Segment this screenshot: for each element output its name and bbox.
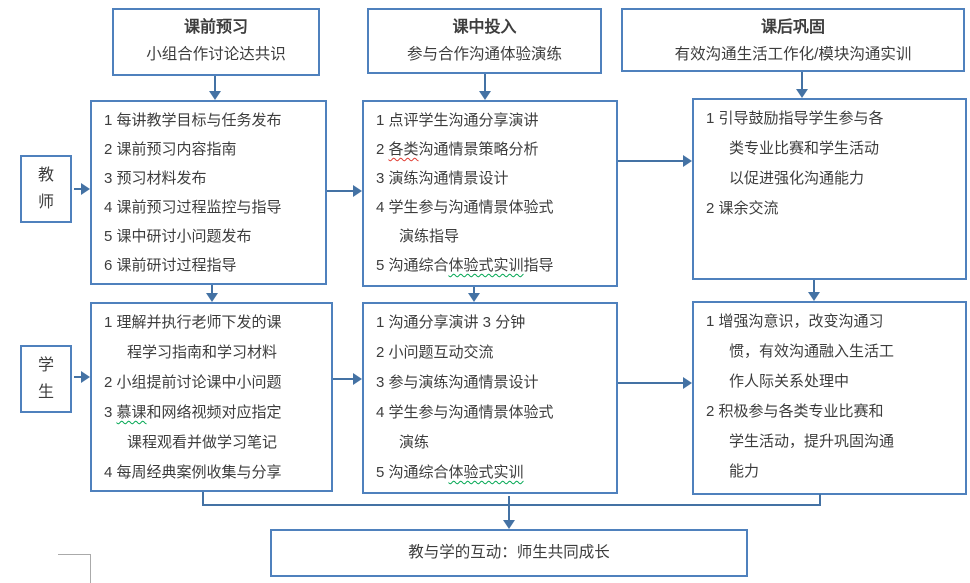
- box-line: 2 小问题互动交流: [376, 344, 494, 361]
- box-line: 程学习指南和学习材料: [127, 344, 278, 361]
- arrow-teacher1-to-student1-line: [211, 285, 213, 294]
- box-line: 以促进强化沟通能力: [729, 170, 865, 187]
- box-line: 1 沟通分享演讲 3 分钟: [376, 314, 526, 331]
- box-line: 1 引导鼓励指导学生参与各: [706, 110, 884, 127]
- arrow-to-footer-head-icon: [503, 520, 515, 529]
- arrow-postclass-to-teacher-line: [801, 72, 803, 90]
- stage-pre-class-box: 课前预习 小组合作讨论达共识: [112, 8, 320, 76]
- box-line: 2 课前预习内容指南: [104, 141, 237, 158]
- stage-in-class-box: 课中投入 参与合作沟通体验演练: [367, 8, 602, 74]
- arrow-teacher1-to-student1-head-icon: [206, 293, 218, 302]
- box-line: 4 学生参与沟通情景体验式: [376, 404, 554, 421]
- teacher-row-label-text: 教师: [37, 167, 54, 211]
- box-line: 5 课中研讨小问题发布: [104, 228, 252, 245]
- bracket-horizontal-line: [202, 504, 821, 506]
- arrow-preclass-to-teacher-head-icon: [209, 91, 221, 100]
- stage-in-class-subtitle: 参与合作沟通体验演练: [406, 46, 562, 63]
- arrow-postclass-to-teacher-head-icon: [796, 89, 808, 98]
- stage-post-class-subtitle: 有效沟通生活工作化/模块沟通实训: [674, 46, 912, 63]
- stage-pre-class-subtitle: 小组合作讨论达共识: [146, 46, 286, 63]
- page-corner-mark: [58, 554, 91, 555]
- box-line: 5 沟通综合体验式实训: [376, 464, 524, 481]
- arrow-teacher2-to-teacher3-head-icon: [683, 155, 692, 167]
- student-pre-class-activities-box: 1 理解并执行老师下发的课程学习指南和学习材料 2 小组提前讨论课中小问题 3 慕课…: [90, 302, 333, 492]
- box-line: 2 各类沟通情景策略分析: [376, 141, 539, 158]
- box-line: 3 预习材料发布: [104, 170, 207, 187]
- arrow-teacher2-to-teacher3-line: [618, 160, 684, 162]
- stage-pre-class-title: 课前预习: [183, 19, 248, 36]
- footer-box: 教与学的互动：师生共同成长: [270, 529, 748, 577]
- box-line: 作人际关系处理中: [729, 373, 850, 390]
- arrow-inclass-to-teacher-line: [484, 74, 486, 92]
- box-line: 4 每周经典案例收集与分享: [104, 464, 282, 481]
- box-line: 6 课前研讨过程指导: [104, 257, 237, 274]
- arrow-studentlabel-to-box-line: [74, 376, 82, 378]
- box-line: 能力: [729, 463, 760, 480]
- spellcheck-underlined-text: 体验式实训: [448, 257, 524, 274]
- arrow-teacher1-to-teacher2-head-icon: [353, 185, 362, 197]
- teacher-post-class-activities-box: 1 引导鼓励指导学生参与各类专业比赛和学生活动以促进强化沟通能力 2 课余交流: [692, 98, 967, 280]
- page-corner-mark: [90, 554, 91, 583]
- box-line: 学生活动，提升巩固沟通: [729, 433, 895, 450]
- box-line: 课程观看并做学习笔记: [127, 434, 278, 451]
- box-line: 1 理解并执行老师下发的课: [104, 314, 282, 331]
- student-row-label-text: 学生: [37, 357, 54, 401]
- bracket-right-stub: [819, 494, 821, 505]
- arrow-teacher2-to-student2-line: [473, 287, 475, 294]
- arrow-student1-to-student2-head-icon: [353, 373, 362, 385]
- spellcheck-underlined-text: 慕课: [116, 404, 147, 421]
- box-line: 演练指导: [399, 228, 460, 245]
- arrow-teacherlabel-to-box-line: [74, 188, 82, 190]
- arrow-teacher3-to-student3-line: [813, 280, 815, 293]
- box-line: 4 课前预习过程监控与指导: [104, 199, 282, 216]
- box-line: 2 积极参与各类专业比赛和: [706, 403, 884, 420]
- arrow-inclass-to-teacher-head-icon: [479, 91, 491, 100]
- arrow-teacher3-to-student3-head-icon: [808, 292, 820, 301]
- box-line: 惯，有效沟通融入生活工: [729, 343, 895, 360]
- bracket-left-stub: [202, 492, 204, 505]
- teacher-in-class-activities-box: 1 点评学生沟通分享演讲 2 各类沟通情景策略分析 3 演练沟通情景设计 4 学生参与…: [362, 100, 618, 287]
- box-line: 3 慕课和网络视频对应指定: [104, 404, 282, 421]
- box-line: 类专业比赛和学生活动: [729, 140, 880, 157]
- student-post-class-activities-box: 1 增强沟意识，改变沟通习惯，有效沟通融入生活工作人际关系处理中 2 积极参与各类…: [692, 301, 967, 495]
- arrow-student1-to-student2-line: [333, 378, 354, 380]
- box-line: 1 点评学生沟通分享演讲: [376, 112, 539, 129]
- arrow-teacherlabel-to-box-head-icon: [81, 183, 90, 195]
- stage-post-class-title: 课后巩固: [760, 19, 825, 36]
- arrow-studentlabel-to-box-head-icon: [81, 371, 90, 383]
- student-row-label: 学生: [20, 345, 72, 413]
- arrow-to-footer-line: [508, 496, 510, 521]
- teacher-row-label: 教师: [20, 155, 72, 223]
- box-line: 演练: [399, 434, 430, 451]
- arrow-student2-to-student3-line: [618, 382, 684, 384]
- stage-post-class-box: 课后巩固 有效沟通生活工作化/模块沟通实训: [621, 8, 965, 72]
- spellcheck-underlined-text: 各类: [388, 141, 419, 158]
- box-line: 3 演练沟通情景设计: [376, 170, 509, 187]
- box-line: 3 参与演练沟通情景设计: [376, 374, 539, 391]
- box-line: 4 学生参与沟通情景体验式: [376, 199, 554, 216]
- box-line: 1 增强沟意识，改变沟通习: [706, 313, 884, 330]
- student-in-class-activities-box: 1 沟通分享演讲 3 分钟 2 小问题互动交流 3 参与演练沟通情景设计 4 学生参与…: [362, 302, 618, 494]
- spellcheck-underlined-text: 体验式实训: [448, 464, 524, 481]
- arrow-student2-to-student3-head-icon: [683, 377, 692, 389]
- box-line: 1 每讲教学目标与任务发布: [104, 112, 282, 129]
- arrow-preclass-to-teacher-line: [214, 76, 216, 92]
- teacher-pre-class-activities-box: 1 每讲教学目标与任务发布 2 课前预习内容指南 3 预习材料发布 4 课前预习过程监…: [90, 100, 327, 285]
- stage-in-class-title: 课中投入: [452, 19, 517, 36]
- arrow-teacher2-to-student2-head-icon: [468, 293, 480, 302]
- box-line: 5 沟通综合体验式实训指导: [376, 257, 554, 274]
- box-line: 2 小组提前讨论课中小问题: [104, 374, 282, 391]
- box-line: 2 课余交流: [706, 200, 779, 217]
- arrow-teacher1-to-teacher2-line: [327, 190, 354, 192]
